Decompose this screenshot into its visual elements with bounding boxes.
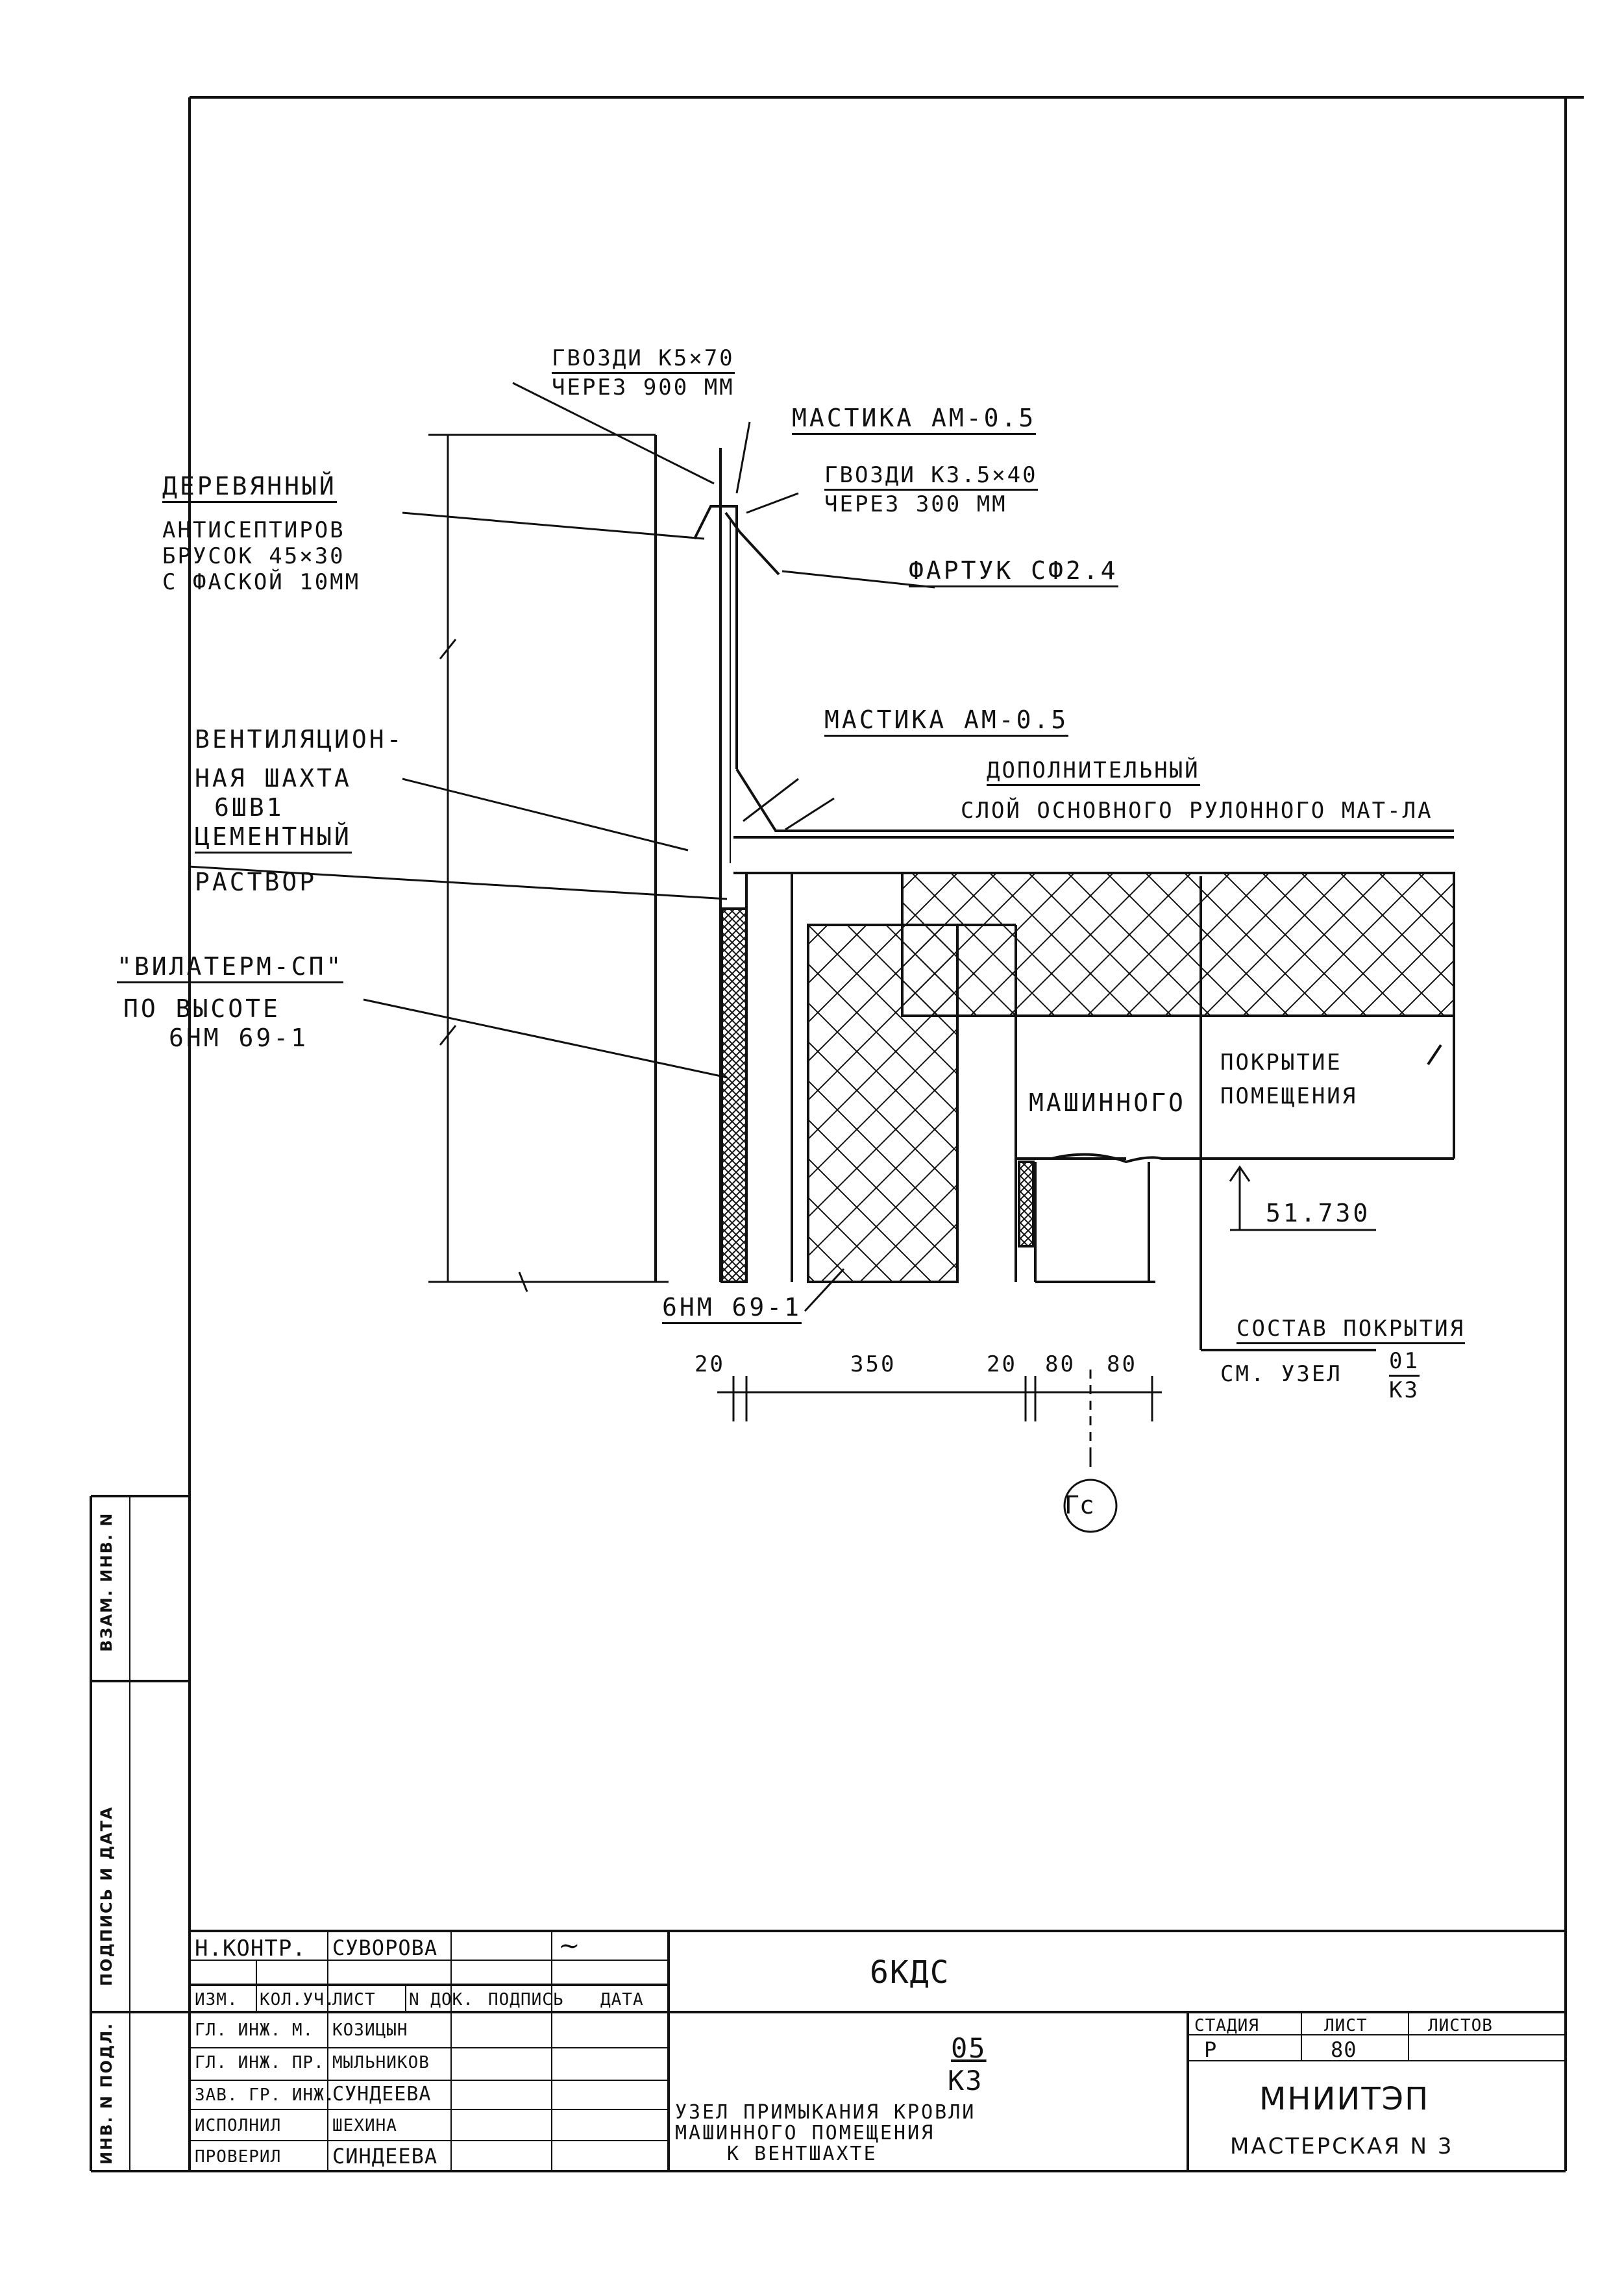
label-panel: 6НМ 69-1	[662, 1295, 802, 1324]
tb-role-1: ГЛ. ИНЖ. М.	[195, 2021, 314, 2040]
side-stamp-sign-date: ПОДПИСЬ И ДАТА	[97, 1806, 116, 1986]
tb-org: МНИИТЭП	[1259, 2081, 1430, 2117]
tb-header-ndok: N ДОК.	[409, 1990, 474, 2009]
tb-name-5: СИНДЕЕВА	[332, 2144, 438, 2169]
apron-flashing	[693, 505, 1454, 863]
signature-0: ~	[558, 1931, 580, 1961]
label-cement-2: РАСТВОР	[195, 868, 317, 896]
tb-name-0: СУВОРОВА	[332, 1936, 438, 1960]
tb-name-2: МЫЛЬНИКОВ	[332, 2053, 430, 2072]
label-vilaterm-1: "ВИЛАТЕРМ-СП"	[117, 954, 344, 983]
axis-mark: Гс	[1064, 1491, 1094, 1519]
label-apron: ФАРТУК СФ2.4	[909, 558, 1118, 587]
leader-lines	[188, 382, 935, 1312]
title-block-lines	[190, 1930, 1566, 2171]
label-mastic-top: МАСТИКА АМ-0.5	[792, 406, 1037, 435]
label-elevation: 51.730	[1266, 1199, 1371, 1227]
dim-3: 20	[987, 1351, 1017, 1377]
label-wood-bar-3: БРУСОК 45×30	[162, 543, 345, 569]
sheet-frame	[188, 96, 1584, 2172]
elevation-mark	[1229, 1165, 1376, 1231]
label-mastic-mid: МАСТИКА АМ-0.5	[824, 707, 1069, 737]
tb-role-5: ПРОВЕРИЛ	[195, 2147, 282, 2167]
tb-title-1: УЗЕЛ ПРИМЫКАНИЯ КРОВЛИ	[675, 2101, 976, 2124]
tb-role-4: ИСПОЛНИЛ	[195, 2116, 282, 2135]
label-composition-2: СМ. УЗЕЛ	[1220, 1361, 1342, 1387]
tb-name-1: КОЗИЦЫН	[332, 2021, 408, 2040]
label-vilaterm-3: 6НМ 69-1	[169, 1024, 309, 1052]
tb-header-koluch: КОЛ.УЧ.	[260, 1990, 336, 2009]
tb-code: 6КДС	[870, 1954, 950, 1991]
dim-4: 80	[1045, 1351, 1076, 1377]
tb-sheets-header: ЛИСТОВ	[1428, 2016, 1493, 2035]
label-composition-1: СОСТАВ ПОКРЫТИЯ	[1236, 1318, 1466, 1344]
label-roof-1: ПОКРЫТИЕ	[1220, 1050, 1342, 1075]
label-shaft-2: НАЯ ШАХТА	[195, 764, 352, 793]
tb-name-4: ШЕХИНА	[332, 2116, 397, 2135]
label-add-layer-2: СЛОЙ ОСНОВНОГО РУЛОННОГО МАТ-ЛА	[961, 798, 1433, 824]
label-node-num: 01	[1389, 1350, 1420, 1377]
dim-5: 80	[1107, 1351, 1137, 1377]
tb-stage-header: СТАДИЯ	[1194, 2016, 1259, 2035]
label-shaft-3: 6ШВ1	[214, 793, 284, 822]
label-wood-bar-4: С ФАСКОЙ 10ММ	[162, 569, 361, 595]
tb-name-3: СУНДЕЕВА	[332, 2083, 432, 2106]
tb-workshop: МАСТЕРСКАЯ N 3	[1230, 2133, 1454, 2159]
tb-header-podpis: ПОДПИСЬ	[488, 1990, 564, 2009]
tb-sheet-header: ЛИСТ	[1324, 2016, 1368, 2035]
label-nails-top-spacing: ЧЕРЕЗ 900 ММ	[552, 375, 735, 400]
label-shaft-1: ВЕНТИЛЯЦИОН-	[195, 725, 404, 754]
tb-role-0: Н.КОНТР.	[195, 1936, 306, 1961]
label-wood-bar-2: АНТИСЕПТИРОВ	[162, 517, 345, 543]
tb-role-3: ЗАВ. ГР. ИНЖ.	[195, 2085, 336, 2105]
label-nails-2-spacing: ЧЕРЕЗ 300 ММ	[824, 491, 1007, 517]
label-cement-1: ЦЕМЕНТНЫЙ	[195, 824, 352, 854]
bottom-dimension-chain	[717, 1370, 1162, 1533]
label-nails-top: ГВОЗДИ К5×70	[552, 347, 735, 374]
shaft-wall	[654, 435, 748, 1283]
dim-2: 350	[850, 1351, 896, 1377]
side-stamp-replace-inv: ВЗАМ. ИНВ. N	[97, 1512, 116, 1652]
label-nails-2: ГВОЗДИ К3.5×40	[824, 464, 1038, 491]
tb-drawing-num: 05	[951, 2032, 987, 2064]
tb-role-2: ГЛ. ИНЖ. ПР.	[195, 2053, 325, 2072]
label-machine-room: МАШИННОГО	[1029, 1088, 1186, 1117]
tb-header-izm: ИЗМ.	[195, 1990, 238, 2009]
tb-title-2: МАШИННОГО ПОМЕЩЕНИЯ	[675, 2122, 935, 2145]
side-stamp-inv-orig: ИНВ. N ПОДЛ.	[97, 2022, 116, 2165]
side-stamp-lines	[90, 1495, 190, 2172]
label-node-den: КЗ	[1389, 1377, 1420, 1403]
tb-header-data: ДАТА	[600, 1990, 644, 2009]
tb-drawing-den: КЗ	[948, 2065, 983, 2096]
roof-layers	[733, 836, 1455, 1351]
label-roof-2: ПОМЕЩЕНИЯ	[1220, 1083, 1358, 1109]
tb-title-3: К ВЕНТШАХТЕ	[727, 2143, 878, 2165]
tb-stage: Р	[1204, 2037, 1218, 2062]
dim-1: 20	[695, 1351, 725, 1377]
label-vilaterm-2: ПО ВЫСОТЕ	[123, 994, 280, 1023]
label-wood-bar-1: ДЕРЕВЯННЫЙ	[162, 474, 337, 503]
tb-sheet: 80	[1331, 2037, 1357, 2062]
label-add-layer-1: ДОПОЛНИТЕЛЬНЫЙ	[987, 759, 1200, 786]
tb-header-list: ЛИСТ	[332, 1990, 376, 2009]
height-dimension	[428, 434, 669, 1292]
